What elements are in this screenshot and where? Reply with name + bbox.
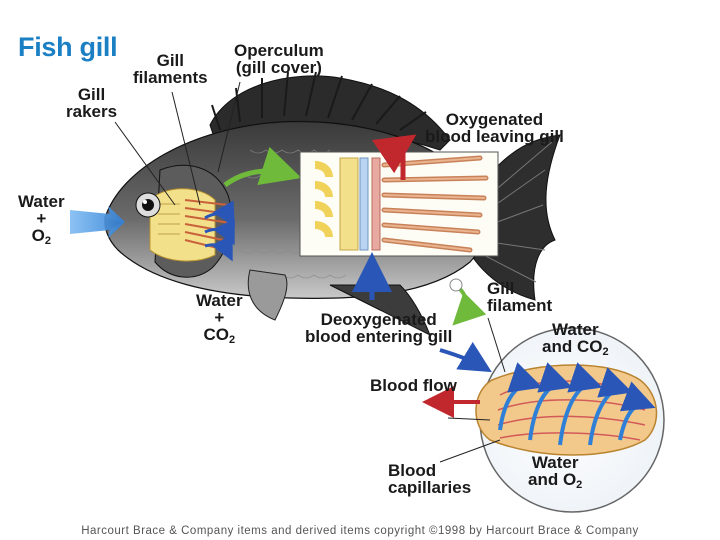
label-water-out: Water+ CO2	[196, 291, 243, 346]
water-out-arrows	[204, 200, 235, 262]
diagram-title: Fish gill	[18, 32, 118, 62]
filament-pointer-dot	[449, 278, 463, 292]
oxygenated-blood-arrow	[371, 134, 417, 180]
anal-fin	[329, 284, 431, 337]
label-operculum: Operculum(gill cover)	[234, 41, 324, 77]
copyright-credit: Harcourt Brace & Company items and deriv…	[81, 525, 639, 537]
label-blood-flow: Blood flow	[370, 376, 457, 395]
label-water-and-co2: Water and CO2	[542, 320, 609, 358]
water-in-arrow	[70, 206, 125, 238]
label-water-and-o2: Water and O2	[528, 453, 583, 491]
gill-detail-panel	[299, 151, 499, 257]
blood-flow-blue-arrow	[439, 341, 492, 373]
filament-magnified-circle	[475, 327, 665, 513]
leader-lines	[114, 81, 506, 463]
fish-eye	[135, 192, 161, 218]
label-water-in: Water+ O2	[18, 192, 65, 247]
gill-to-panel-arrow	[223, 146, 302, 188]
pelvic-fin	[247, 269, 288, 321]
